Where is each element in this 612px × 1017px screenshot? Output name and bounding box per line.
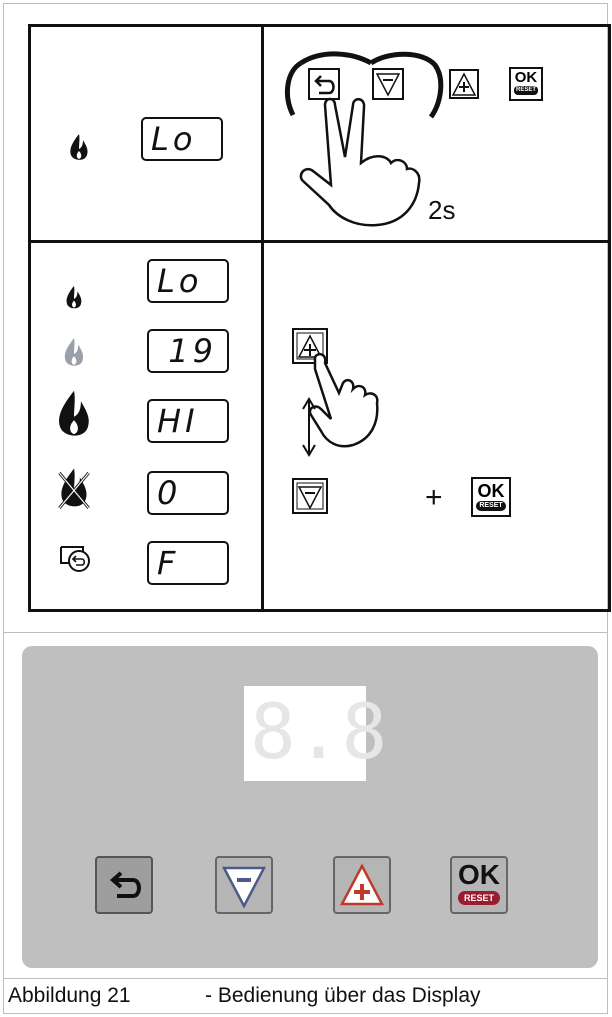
settings-display-row-3: HI: [147, 399, 229, 443]
reset-key-label: RESET: [476, 501, 506, 511]
section-divider: [3, 632, 608, 633]
small-flame-icon: [63, 285, 85, 311]
ok-key-label: OK: [473, 481, 509, 501]
flame-off-icon: [55, 467, 93, 511]
ok-reset-key-icon: OK RESET: [509, 67, 543, 101]
settings-display-row-1: Lo: [147, 259, 229, 303]
settings-display-row-2: 19: [147, 329, 229, 373]
adjust-value-illustration: [291, 327, 491, 527]
diagram-vertical-divider: [261, 27, 264, 609]
ok-button-label: OK: [452, 862, 506, 888]
minus-button[interactable]: [215, 856, 273, 914]
hold-time-label: 2s: [428, 195, 455, 225]
reset-button-label: RESET: [458, 891, 500, 905]
ok-key-label: OK: [511, 70, 541, 86]
minus-icon: [217, 858, 271, 912]
small-flame-icon: [67, 133, 91, 163]
upper-display-lo: Lo: [141, 117, 223, 161]
plus-button[interactable]: [333, 856, 391, 914]
figure-number: Abbildung 21: [8, 984, 131, 1008]
settings-display-row-5: F: [147, 541, 229, 585]
back-arrow-icon: [97, 858, 151, 912]
figure-caption: - Bedienung über das Display: [205, 984, 481, 1008]
two-finger-press-illustration: 2s: [273, 45, 593, 235]
diagram-horizontal-divider: [31, 240, 608, 243]
caption-divider: [3, 978, 608, 979]
back-button[interactable]: [95, 856, 153, 914]
led-display: 8.8: [244, 686, 366, 781]
plus-sign: +: [425, 481, 443, 515]
plus-icon: [335, 858, 389, 912]
back-icon: [57, 543, 93, 573]
settings-display-row-4: 0: [147, 471, 229, 515]
plus-key-icon: [449, 69, 479, 99]
reset-key-label: RESET: [514, 86, 538, 95]
medium-flame-icon: [61, 337, 87, 369]
large-flame-icon: [53, 389, 95, 441]
led-display-value: 8.8: [250, 686, 360, 778]
instruction-diagram: Lo 2s OK RESET Lo 19: [28, 24, 611, 612]
ok-reset-button[interactable]: OK RESET: [450, 856, 508, 914]
ok-reset-key-icon: OK RESET: [471, 477, 511, 517]
